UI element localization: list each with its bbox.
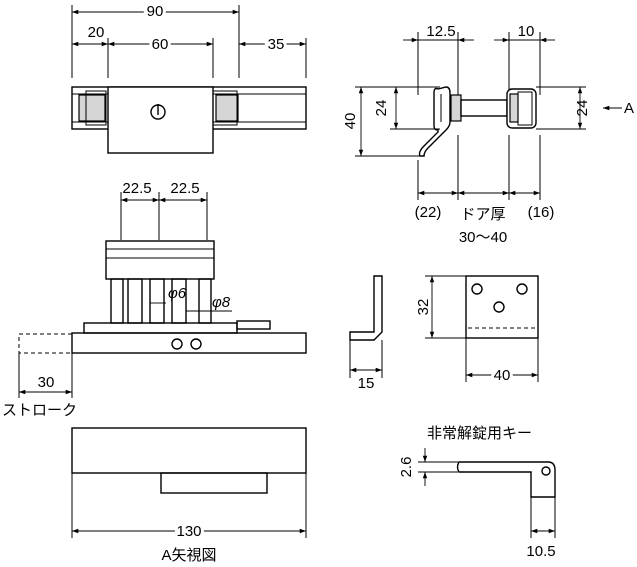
dim-10-5: 10.5 xyxy=(526,543,555,560)
front-view: 22.5 22.5 φ6 φ8 30 ストローク xyxy=(2,180,307,419)
side-profile-view: 12.5 10 40 24 24 A xyxy=(342,23,634,246)
dim-12-5: 12.5 xyxy=(426,23,455,40)
dim-stroke-30: 30 xyxy=(38,374,55,391)
emergency-key-title: 非常解錠用キー xyxy=(427,425,532,442)
dim-16-ref: (16) xyxy=(528,204,555,221)
dim-22-ref: (22) xyxy=(415,204,442,221)
dim-2-6: 2.6 xyxy=(398,457,415,478)
dim-phi6: φ6 xyxy=(168,285,187,302)
dim-15: 15 xyxy=(358,375,375,392)
dim-22-5-left: 22.5 xyxy=(122,180,151,197)
dim-35: 35 xyxy=(268,36,285,53)
dim-20: 20 xyxy=(88,24,105,41)
dim-32: 32 xyxy=(415,299,432,316)
dim-22-5-right: 22.5 xyxy=(170,180,199,197)
dim-130: 130 xyxy=(176,523,201,540)
door-thickness-range: 30～40 xyxy=(459,229,507,246)
stroke-label: ストローク xyxy=(2,402,77,419)
a-arrow-view: 130 A矢視図 xyxy=(71,427,307,564)
screw-hole-icon xyxy=(171,338,183,350)
dim-40-width: 40 xyxy=(494,367,511,384)
door-thickness-label: ドア厚 xyxy=(460,206,505,223)
mount-hole-icon xyxy=(493,301,505,313)
dim-40-height: 40 xyxy=(342,113,359,130)
view-a-arrow-label: A xyxy=(624,100,634,117)
key-hole-icon xyxy=(541,466,551,476)
top-view: 90 20 60 35 xyxy=(71,0,307,154)
mount-hole-icon xyxy=(516,283,528,295)
emergency-key: 非常解錠用キー 2.6 10.5 xyxy=(398,425,556,560)
screw-hole-icon xyxy=(190,338,202,350)
dim-24-left: 24 xyxy=(373,100,390,117)
mount-hole-icon xyxy=(471,283,483,295)
dim-10: 10 xyxy=(518,23,535,40)
dim-phi8: φ8 xyxy=(212,294,231,311)
dim-90: 90 xyxy=(147,3,164,20)
dim-60: 60 xyxy=(152,36,169,53)
dim-24-right: 24 xyxy=(574,100,591,117)
a-view-caption: A矢視図 xyxy=(161,547,216,564)
strike-bracket: 15 32 40 xyxy=(349,275,539,392)
